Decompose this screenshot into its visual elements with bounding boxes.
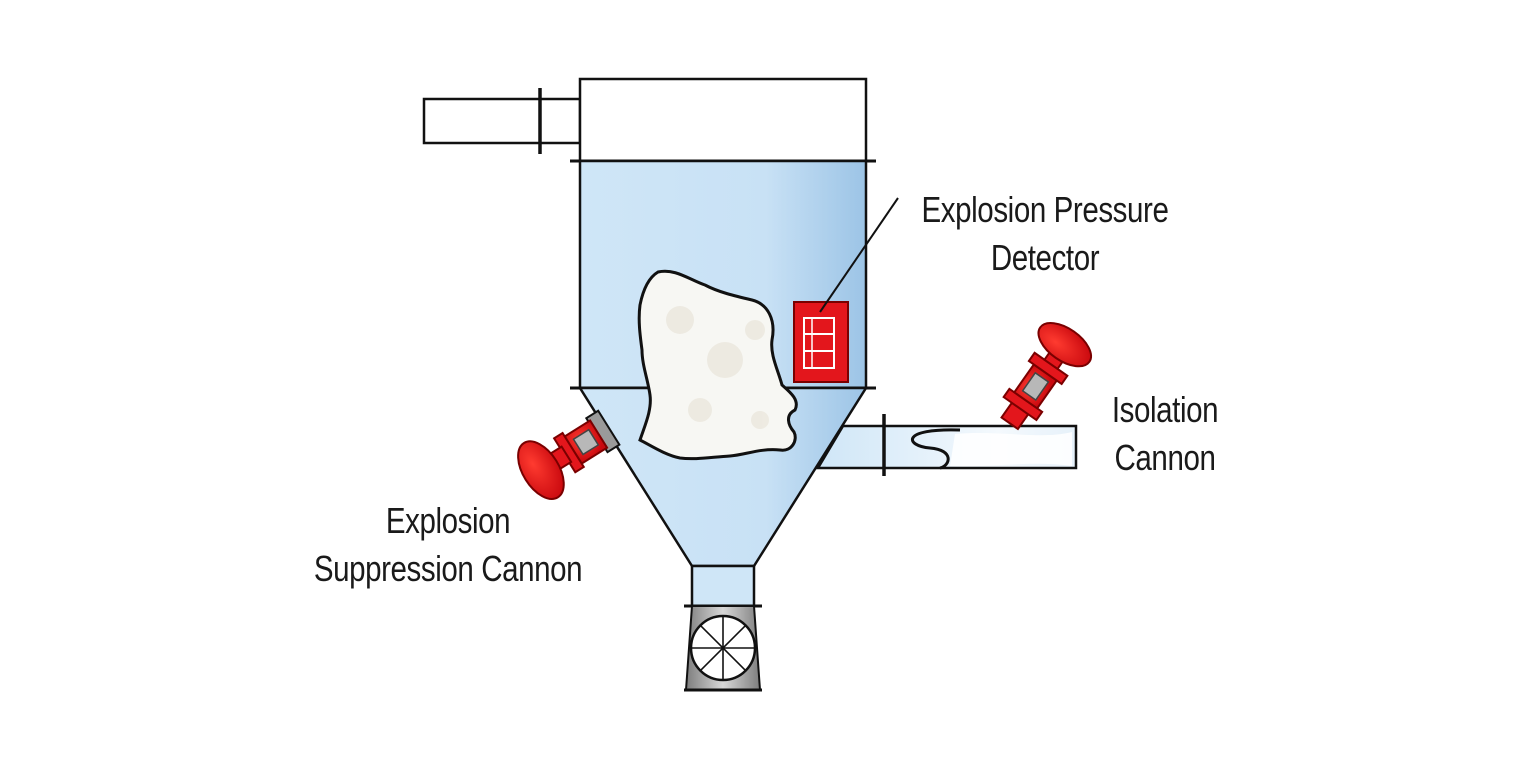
label-isolation-line2: Cannon <box>1114 437 1216 478</box>
suppression-cannon <box>517 409 621 500</box>
isolation-cannon <box>1000 322 1093 431</box>
pressure-detector <box>793 301 849 383</box>
top-plenum <box>578 77 868 163</box>
outlet-pipe <box>690 564 756 608</box>
label-suppression-line1: Explosion <box>385 500 511 541</box>
outlet-duct <box>815 414 1078 476</box>
label-isolation-cannon: Isolation Cannon <box>1079 386 1251 482</box>
label-suppression-line2: Suppression Cannon <box>313 548 583 589</box>
rotary-valve <box>684 605 762 692</box>
detector-leader-line <box>819 197 899 313</box>
label-explosion-suppression-cannon: Explosion Suppression Cannon <box>300 497 595 593</box>
label-detector-line1: Explosion Pressure <box>921 189 1169 230</box>
inlet-duct <box>422 88 582 154</box>
label-detector-line2: Detector <box>990 237 1100 278</box>
label-isolation-line1: Isolation <box>1111 389 1219 430</box>
label-explosion-pressure-detector: Explosion Pressure Detector <box>910 186 1181 282</box>
flame-texture <box>666 306 769 429</box>
